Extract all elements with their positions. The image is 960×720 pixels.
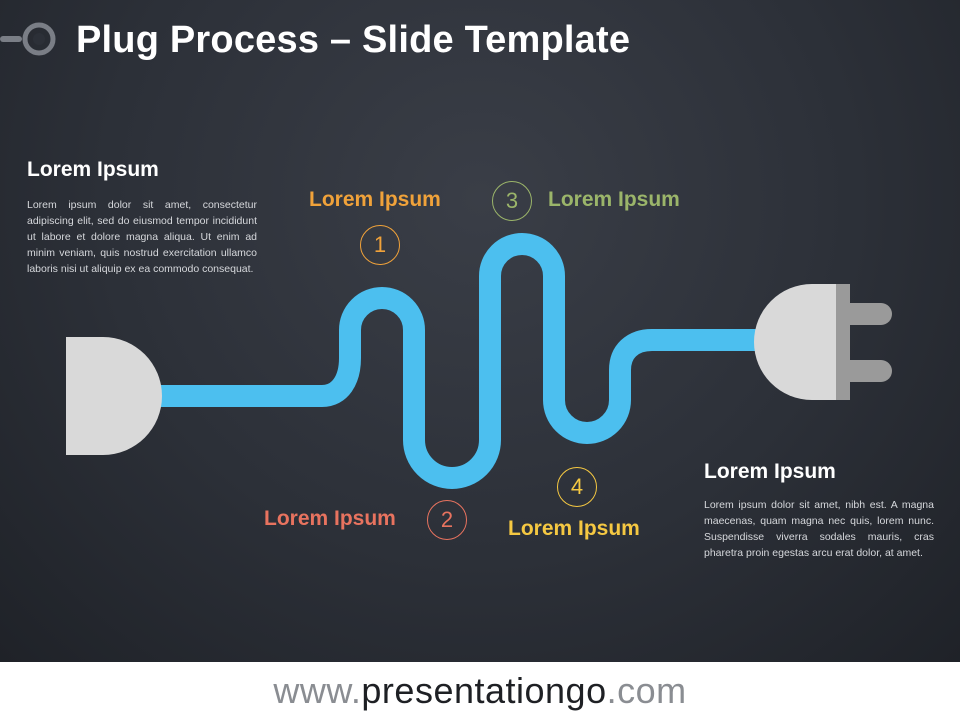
left-plug-body [66, 337, 162, 455]
step-1-label: Lorem Ipsum [309, 188, 441, 211]
left-heading: Lorem Ipsum [27, 158, 159, 181]
plug-corner-icon [0, 22, 56, 56]
footer-url-brand: presentationgo [361, 670, 607, 711]
step-2-number: 2 [427, 500, 467, 540]
step-4-label: Lorem Ipsum [508, 517, 640, 540]
step-4-number: 4 [557, 467, 597, 507]
step-2-label: Lorem Ipsum [264, 507, 396, 530]
footer-url[interactable]: www.presentationgo.com [273, 670, 686, 711]
footer-url-suffix: .com [606, 670, 687, 711]
right-body-text: Lorem ipsum dolor sit amet, nibh est. A … [704, 499, 934, 559]
left-plug [66, 337, 162, 455]
footer-url-prefix: www. [273, 670, 362, 711]
right-plug [754, 284, 892, 400]
slide: Plug Process – Slide Template Lorem Ipsu… [0, 0, 960, 662]
step-3-label: Lorem Ipsum [548, 188, 680, 211]
cable-path [158, 233, 760, 489]
footer: www.presentationgo.com [0, 662, 960, 720]
plug-diagram [66, 233, 892, 489]
step-3-number: 3 [492, 181, 532, 221]
right-plug-body [754, 284, 836, 400]
step-1-number: 1 [360, 225, 400, 265]
right-heading: Lorem Ipsum [704, 460, 836, 483]
left-body-text: Lorem ipsum dolor sit amet, consectetur … [27, 199, 257, 275]
page-title: Plug Process – Slide Template [76, 19, 631, 61]
